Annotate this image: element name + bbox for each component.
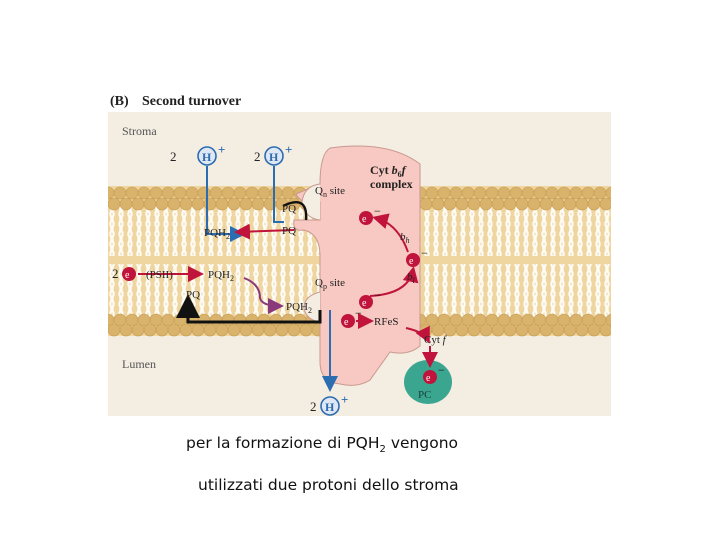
proton-label-2: 2 bbox=[254, 149, 261, 164]
stroma-label: Stroma bbox=[122, 124, 157, 138]
caption-line-1: per la formazione di PQH2 vengono bbox=[186, 434, 458, 455]
qp-site-label: Qp site bbox=[315, 277, 345, 291]
svg-text:+: + bbox=[285, 142, 292, 157]
complex-subtitle: complex bbox=[370, 177, 413, 191]
svg-text:−: − bbox=[374, 288, 381, 302]
svg-text:e: e bbox=[362, 214, 367, 225]
svg-text:H: H bbox=[325, 400, 335, 414]
svg-text:e: e bbox=[409, 256, 414, 267]
qn-site-label: Qn site bbox=[315, 185, 345, 199]
panel-title: Second turnover bbox=[142, 94, 241, 109]
rfes-label: RFeS bbox=[374, 316, 398, 328]
svg-text:−: − bbox=[421, 246, 428, 260]
electron-psii-count: 2 bbox=[112, 266, 119, 281]
svg-text:−: − bbox=[438, 363, 445, 377]
svg-text:e: e bbox=[362, 298, 367, 309]
svg-text:−: − bbox=[355, 306, 362, 320]
svg-text:e: e bbox=[426, 373, 431, 384]
svg-text:H: H bbox=[202, 150, 212, 164]
svg-text:e: e bbox=[344, 317, 349, 328]
caption-line-2: utilizzati due protoni dello stroma bbox=[198, 476, 459, 494]
svg-text:e: e bbox=[125, 270, 130, 281]
psii-label: (PSII) bbox=[146, 269, 173, 281]
electron-transport-figure: (B) Second turnover Stroma Lumen Cyt b6f… bbox=[108, 84, 611, 416]
svg-text:−: − bbox=[374, 204, 381, 218]
panel-label: (B) bbox=[110, 94, 129, 109]
svg-text:+: + bbox=[218, 142, 225, 157]
svg-text:+: + bbox=[341, 392, 348, 407]
cytf-label: Cyt f bbox=[424, 334, 448, 346]
pc-label: PC bbox=[418, 389, 431, 401]
pq-qn-label-2: PQ bbox=[282, 225, 296, 237]
proton-label-3: 2 bbox=[310, 399, 317, 414]
lumen-label: Lumen bbox=[122, 357, 156, 371]
pq-qn-label: PQ bbox=[282, 203, 296, 215]
svg-text:H: H bbox=[269, 150, 279, 164]
pq-lumen-label: PQ bbox=[186, 289, 200, 301]
proton-label-1: 2 bbox=[170, 149, 177, 164]
